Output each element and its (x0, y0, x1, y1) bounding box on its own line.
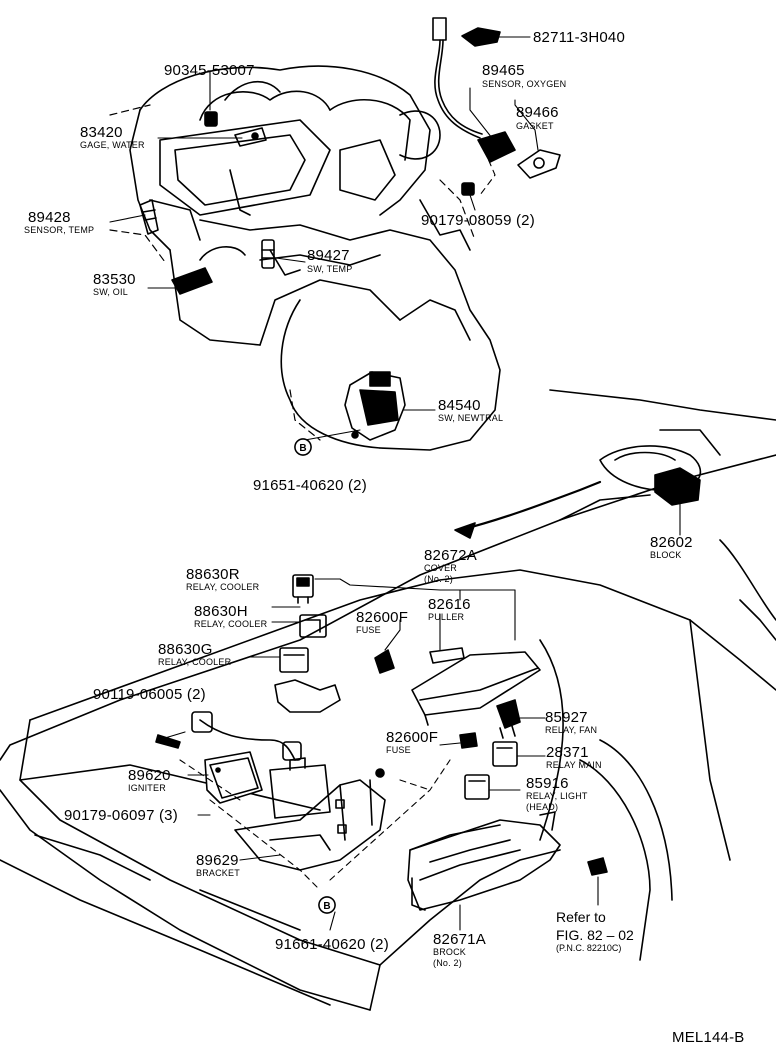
label-89466-number: 89466 (516, 104, 559, 121)
puller-82616 (429, 647, 465, 664)
figure-code: MEL144-B (672, 1029, 745, 1046)
coil-block (269, 757, 331, 819)
b-marker-body: B (323, 901, 330, 912)
engine-drawing (129, 65, 501, 451)
bolt-90345 (204, 111, 218, 127)
label-85916-sub: (HEAD) (526, 802, 559, 812)
label-82671A-name: BROCK (433, 947, 467, 957)
b-marker-engine: B (299, 443, 306, 454)
label-82602-number: 82602 (650, 534, 693, 551)
label-82671A-sub: (No. 2) (433, 958, 462, 968)
label-88630G-name: RELAY, COOLER (158, 657, 232, 667)
label-84540-number: 84540 (438, 397, 481, 414)
nut-90179 (461, 182, 475, 196)
fuse-82600F-top (374, 649, 395, 674)
relay-85916 (464, 774, 490, 800)
gasket-part (517, 149, 561, 179)
label-85927-number: 85927 (545, 709, 588, 726)
label-82616-number: 82616 (428, 596, 471, 613)
relay-88630R (292, 574, 314, 604)
relay-85927 (496, 699, 521, 739)
label-91651: 91651-40620 (2) (253, 477, 367, 494)
label-90345-number: 90345-53007 (164, 62, 255, 79)
label-83420-number: 83420 (80, 124, 123, 141)
label-89629-name: BRACKET (196, 868, 240, 878)
oil-switch-part (171, 267, 213, 295)
label-82616-name: PULLER (428, 612, 465, 622)
oxygen-sensor-part (432, 17, 516, 163)
refer-connector (587, 857, 608, 876)
bracket-stand (274, 679, 341, 713)
label-84540-name: SW, NEWTRAL (438, 413, 504, 423)
label-82672A-name: COVER (424, 563, 458, 573)
b-markers: B B (294, 438, 336, 914)
label-82600F-bottom-number: 82600F (386, 729, 439, 746)
label-90179-06097: 90179-06097 (3) (64, 807, 178, 824)
label-83420-name: GAGE, WATER (80, 140, 145, 150)
wire-arrow (454, 480, 602, 539)
label-82672A-sub: (No. 2) (424, 574, 453, 584)
label-85916-name: RELAY, LIGHT (526, 791, 588, 801)
label-28371-number: 28371 (546, 744, 589, 761)
label-89629-number: 89629 (196, 852, 239, 869)
label-82600F-top-number: 82600F (356, 609, 409, 626)
relay-88630G (279, 647, 309, 673)
label-88630R-number: 88630R (186, 566, 240, 583)
refer-line-3: (P.N.C. 82210C) (556, 943, 622, 953)
dashed-assembly-lines (179, 139, 496, 891)
leader-lines (109, 36, 681, 931)
bracket-89629 (234, 768, 386, 871)
label-88630R-name: RELAY, COOLER (186, 582, 260, 592)
fuse-82600F-bottom (459, 732, 478, 749)
label-88630H-name: RELAY, COOLER (194, 619, 268, 629)
block-82602 (654, 467, 701, 506)
label-89428-name: SENSOR, TEMP (24, 225, 95, 235)
label-89620-name: IGNITER (128, 783, 166, 793)
refer-line-2: FIG. 82 – 02 (556, 927, 634, 943)
label-28371-name: RELAY MAIN (546, 760, 602, 770)
label-85927-name: RELAY, FAN (545, 725, 598, 735)
label-82711-number: 82711-3H040 (533, 29, 625, 46)
label-89428-number: 89428 (28, 209, 71, 226)
label-85916-number: 85916 (526, 775, 569, 792)
label-82602-name: BLOCK (650, 550, 682, 560)
relay-88630H (299, 614, 327, 638)
label-83530-name: SW, OIL (93, 287, 128, 297)
label-82671A-number: 82671A (433, 931, 486, 948)
refer-line-1: Refer to (556, 909, 606, 925)
igniter-89620 (191, 711, 302, 804)
label-82600F-top-name: FUSE (356, 625, 381, 635)
label-91661: 91661-40620 (2) (275, 936, 389, 953)
block-82671A (407, 811, 561, 911)
label-89427-number: 89427 (307, 247, 350, 264)
bolt-90119 (155, 734, 181, 749)
label-82600F-bottom-name: FUSE (386, 745, 411, 755)
label-83530-number: 83530 (93, 271, 136, 288)
cover-82672A (411, 651, 541, 726)
label-89465-name: SENSOR, OXYGEN (482, 79, 567, 89)
label-88630G-number: 88630G (158, 641, 213, 658)
temp-sensor-part (139, 199, 159, 235)
label-89620-number: 89620 (128, 767, 171, 784)
temp-switch-part (261, 239, 275, 269)
relay-28371 (492, 741, 518, 767)
label-90179-08059: 90179-08059 (2) (421, 212, 535, 229)
label-90119: 90119-06005 (2) (93, 686, 206, 703)
label-89465-number: 89465 (482, 62, 525, 79)
label-88630H-number: 88630H (194, 603, 248, 620)
label-82672A-number: 82672A (424, 547, 477, 564)
water-gage-part (234, 127, 267, 147)
neutral-switch-part (344, 371, 406, 441)
label-89466-name: GASKET (516, 121, 554, 131)
label-89427-name: SW, TEMP (307, 264, 353, 274)
